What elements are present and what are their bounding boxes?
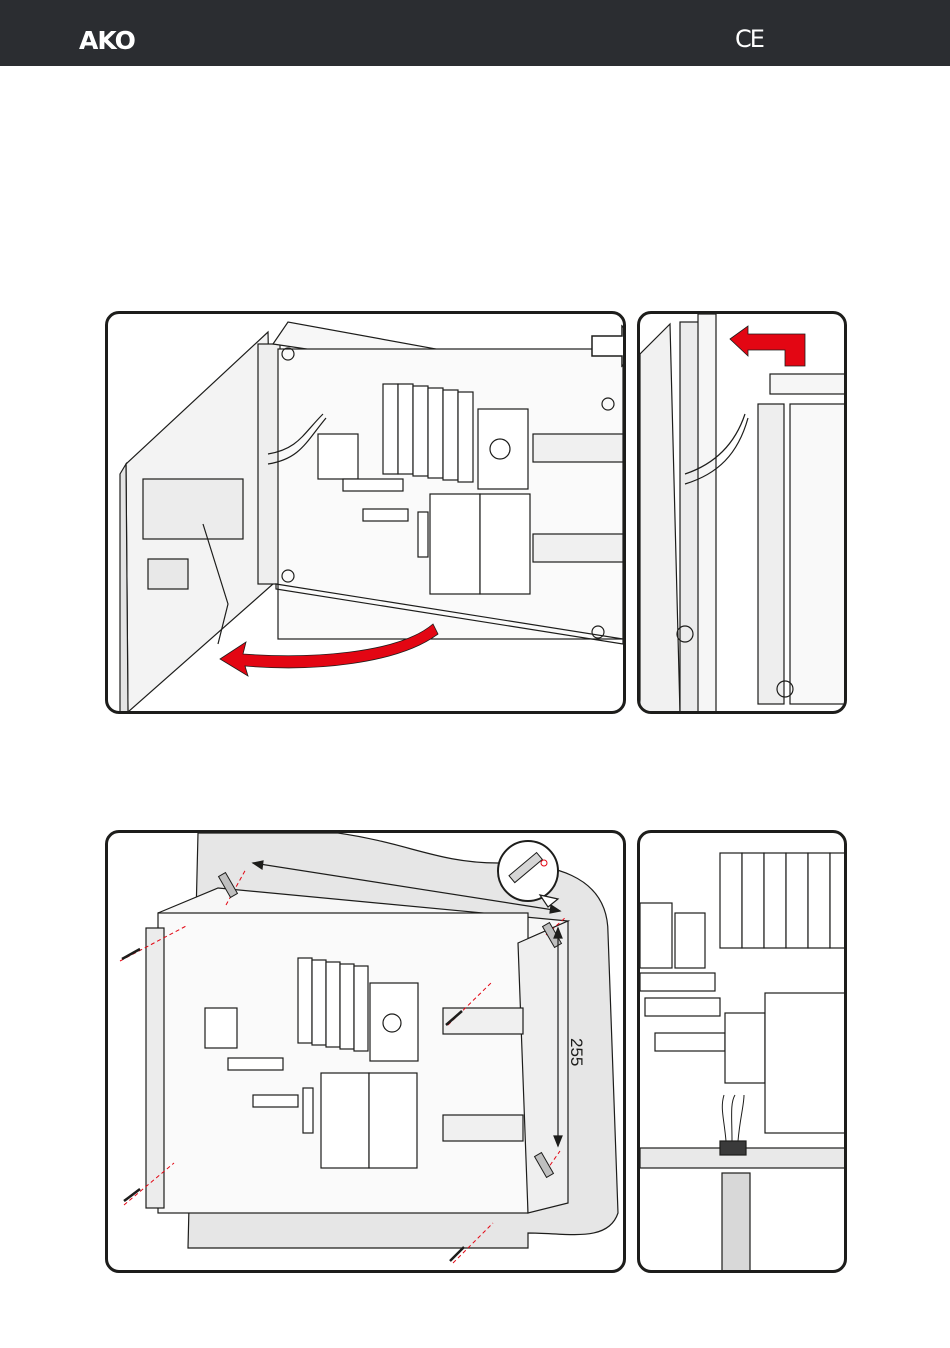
open-cover-illustration — [108, 314, 626, 714]
ce-mark-icon: CE — [735, 24, 763, 54]
ako-logo: AKO — [79, 26, 135, 56]
figure-open-cover — [105, 311, 626, 714]
page-header: AKO CE — [0, 0, 950, 66]
figure-hinge-detail — [637, 311, 847, 714]
cable-entry-illustration — [640, 833, 847, 1273]
hinge-detail-illustration — [640, 314, 847, 714]
figure-wall-mounting: 255 — [105, 830, 626, 1273]
wall-mounting-illustration: 255 — [108, 833, 626, 1273]
dimension-255-label: 255 — [567, 1038, 586, 1066]
figure-cable-entry-detail — [637, 830, 847, 1273]
